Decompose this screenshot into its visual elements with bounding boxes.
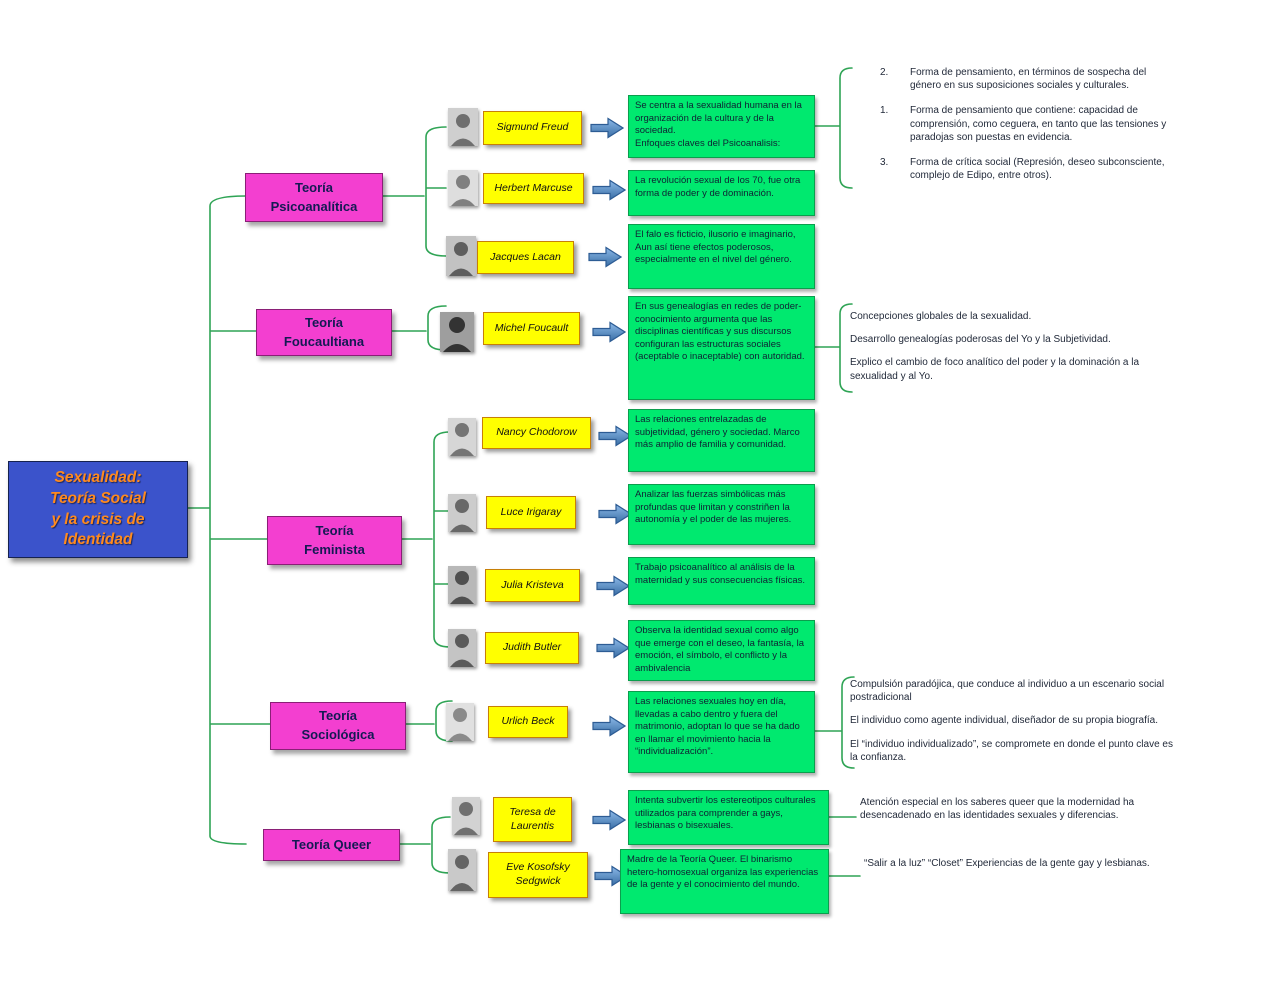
irigaray-arrow-icon (598, 502, 633, 526)
note-text: Atención especial en los saberes queer q… (860, 797, 1135, 822)
butler-arrow-icon (596, 636, 631, 660)
note-text: El individuo como agente individual, dis… (850, 715, 1158, 727)
foucault-notes-bracket (814, 303, 853, 393)
chodorow-arrow-icon (598, 424, 633, 448)
note-number: 1. (880, 105, 889, 117)
freud-notes: 2. Forma de pensamiento, en términos de … (880, 66, 1180, 194)
luce-irigaray-photo (448, 494, 476, 532)
theory-box-queer: Teoría Queer (263, 829, 400, 861)
sigmund-freud-photo (448, 108, 478, 146)
sedgwick-desc-box: Madre de la Teoría Queer. El binarismo h… (620, 849, 829, 914)
freud-arrow-icon (590, 116, 625, 140)
laurentis-note: Atención especial en los saberes queer q… (860, 796, 1166, 832)
note-text: Forma de pensamiento, en términos de sos… (910, 67, 1147, 92)
marcuse-desc-box: La revolución sexual de los 70, fue otra… (628, 170, 815, 216)
foucault-arrow-icon (592, 320, 627, 344)
note-text: Explico el cambio de foco analítico del … (850, 357, 1140, 382)
kristeva-arrow-icon (596, 574, 631, 598)
beck-desc-box: Las relaciones sexuales hoy en día, llev… (628, 691, 815, 773)
foucault-name-box: Michel Foucault (483, 312, 580, 345)
marcuse-arrow-icon (592, 178, 627, 202)
freud-desc-box: Se centra a la sexualidad humana en la o… (628, 95, 815, 158)
lacan-arrow-icon (588, 245, 623, 269)
note-text: Forma de crítica social (Represión, dese… (910, 156, 1165, 182)
psicoanalitica-bracket (380, 126, 447, 257)
herbert-marcuse-photo (448, 170, 478, 206)
beck-name-box: Urlich Beck (488, 706, 568, 738)
root-bracket (185, 195, 271, 845)
feminista-bracket (399, 431, 451, 648)
foucault-desc-box: En sus genealogías en redes de poder-con… (628, 296, 815, 400)
butler-desc-box: Observa la identidad sexual como algo qu… (628, 620, 815, 681)
michel-foucault-photo (440, 312, 474, 352)
urlich-beck-photo (446, 703, 474, 741)
sedgwick-arrow-icon (594, 864, 629, 888)
theory-box-foucaultiana: Teoría Foucaultiana (256, 309, 392, 356)
note-item: 3. Forma de crítica social (Represión, d… (880, 156, 1180, 182)
note-item: 1. Forma de pensamiento que contiene: ca… (880, 104, 1180, 144)
lacan-name-box: Jacques Lacan (477, 241, 574, 274)
beck-notes: Compulsión paradójica, que conduce al in… (850, 678, 1180, 774)
theory-box-psicoanalitica: Teoría Psicoanalítica (245, 173, 383, 222)
sedgwick-name-box: Eve Kosofsky Sedgwick (488, 852, 588, 898)
foucaultiana-bracket (389, 305, 447, 351)
jacques-lacan-photo (446, 236, 476, 276)
theory-box-sociologica: Teoría Sociológica (270, 702, 406, 750)
laurentis-name-box: Teresa de Laurentis (493, 797, 572, 842)
freud-notes-bracket (814, 67, 853, 189)
laurentis-arrow-icon (592, 808, 627, 832)
marcuse-name-box: Herbert Marcuse (483, 173, 584, 204)
sociologica-bracket (403, 700, 453, 742)
sedgwick-note: “Salir a la luz” “Closet” Experiencias d… (864, 857, 1156, 880)
note-text: “Salir a la luz” “Closet” Experiencias d… (864, 858, 1150, 869)
chodorow-desc-box: Las relaciones entrelazadas de subjetivi… (628, 409, 815, 472)
beck-notes-bracket (814, 676, 855, 769)
note-text: Forma de pensamiento que contiene: capac… (910, 105, 1167, 143)
beck-arrow-icon (592, 714, 627, 738)
note-text: Desarrollo genealogías poderosas del Yo … (850, 334, 1111, 346)
theory-box-feminista: Teoría Feminista (267, 516, 402, 565)
kristeva-desc-box: Trabajo psicoanalítico al análisis de la… (628, 557, 815, 605)
julia-kristeva-photo (448, 566, 476, 604)
chodorow-name-box: Nancy Chodorow (482, 417, 591, 449)
judith-butler-photo (448, 629, 476, 667)
lacan-desc-box: El falo es ficticio, ilusorio e imaginar… (628, 224, 815, 289)
irigaray-name-box: Luce Irigaray (486, 496, 576, 529)
freud-name-box: Sigmund Freud (483, 111, 582, 145)
note-number: 3. (880, 156, 889, 168)
queer-bracket (397, 816, 451, 874)
note-text: Concepciones globales de la sexualidad. (850, 311, 1032, 322)
note-number: 2. (880, 67, 889, 78)
irigaray-desc-box: Analizar las fuerzas simbólicas más prof… (628, 484, 815, 545)
teresa-de-laurentis-photo (452, 797, 480, 835)
butler-name-box: Judith Butler (485, 632, 579, 664)
nancy-chodorow-photo (448, 418, 476, 456)
note-text: El “individuo individualizado”, se compr… (850, 738, 1173, 763)
laurentis-desc-box: Intenta subvertir los estereotipos cultu… (628, 790, 829, 845)
root-topic-title: Sexualidad: Teoría Social y la crisis de… (50, 468, 146, 549)
note-text: Compulsión paradójica, que conduce al in… (850, 679, 1165, 704)
note-item: 2. Forma de pensamiento, en términos de … (880, 66, 1180, 92)
root-topic-box: Sexualidad: Teoría Social y la crisis de… (8, 461, 188, 558)
kristeva-name-box: Julia Kristeva (485, 569, 580, 602)
eve-kosofsky-sedgwick-photo (448, 849, 476, 891)
foucault-notes: Concepciones globales de la sexualidad. … (850, 310, 1162, 393)
